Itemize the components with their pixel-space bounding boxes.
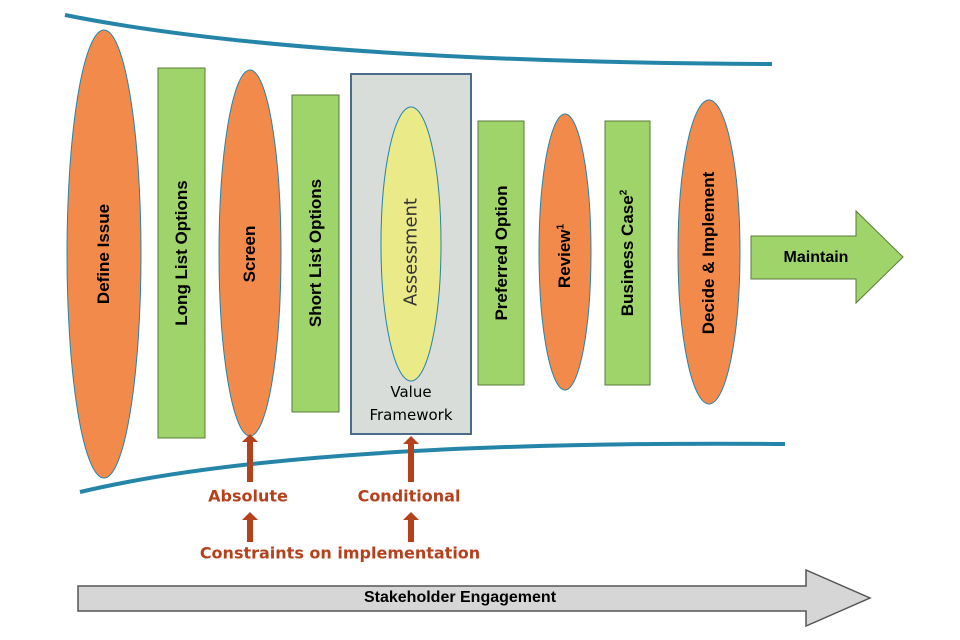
conditional-label: Conditional (357, 486, 461, 506)
screen-label: Screen (240, 225, 259, 283)
assessment-ellipse (380, 106, 442, 382)
assessment-label: Assessment (400, 198, 422, 306)
define-issue-ellipse (66, 29, 142, 479)
long-list-options-label: Long List Options (172, 180, 191, 326)
constraints-caption: Constraints on implementation (199, 543, 481, 563)
absolute-arrow-upper (242, 434, 258, 482)
business-case-label: Business Case2 (618, 189, 637, 317)
short-list-options-box (291, 94, 340, 413)
preferred-option-box (477, 120, 525, 386)
long-list-options-box (157, 67, 206, 439)
short-list-options-label: Short List Options (306, 178, 325, 328)
absolute-arrow-lower (242, 512, 258, 542)
review-ellipse (538, 113, 592, 391)
conditional-arrow-lower (403, 512, 419, 542)
funnel-bottom-curve (79, 441, 786, 494)
absolute-label: Absolute (208, 486, 288, 506)
stakeholder-engagement-arrow (77, 568, 872, 628)
review-label: Review1 (555, 223, 574, 289)
define-issue-label: Define Issue (94, 203, 113, 305)
maintain-arrow (750, 209, 904, 305)
value-framework-label: Value Framework (369, 383, 453, 424)
maintain-label: Maintain (783, 249, 849, 266)
funnel-top-curve (64, 13, 773, 66)
preferred-option-label: Preferred Option (492, 185, 511, 321)
stakeholder-engagement-label: Stakeholder Engagement (363, 589, 557, 606)
decide-implement-ellipse (677, 99, 741, 405)
decide-implement-label: Decide & Implement (699, 171, 718, 335)
conditional-arrow-upper (403, 436, 419, 482)
business-case-box (604, 120, 651, 386)
